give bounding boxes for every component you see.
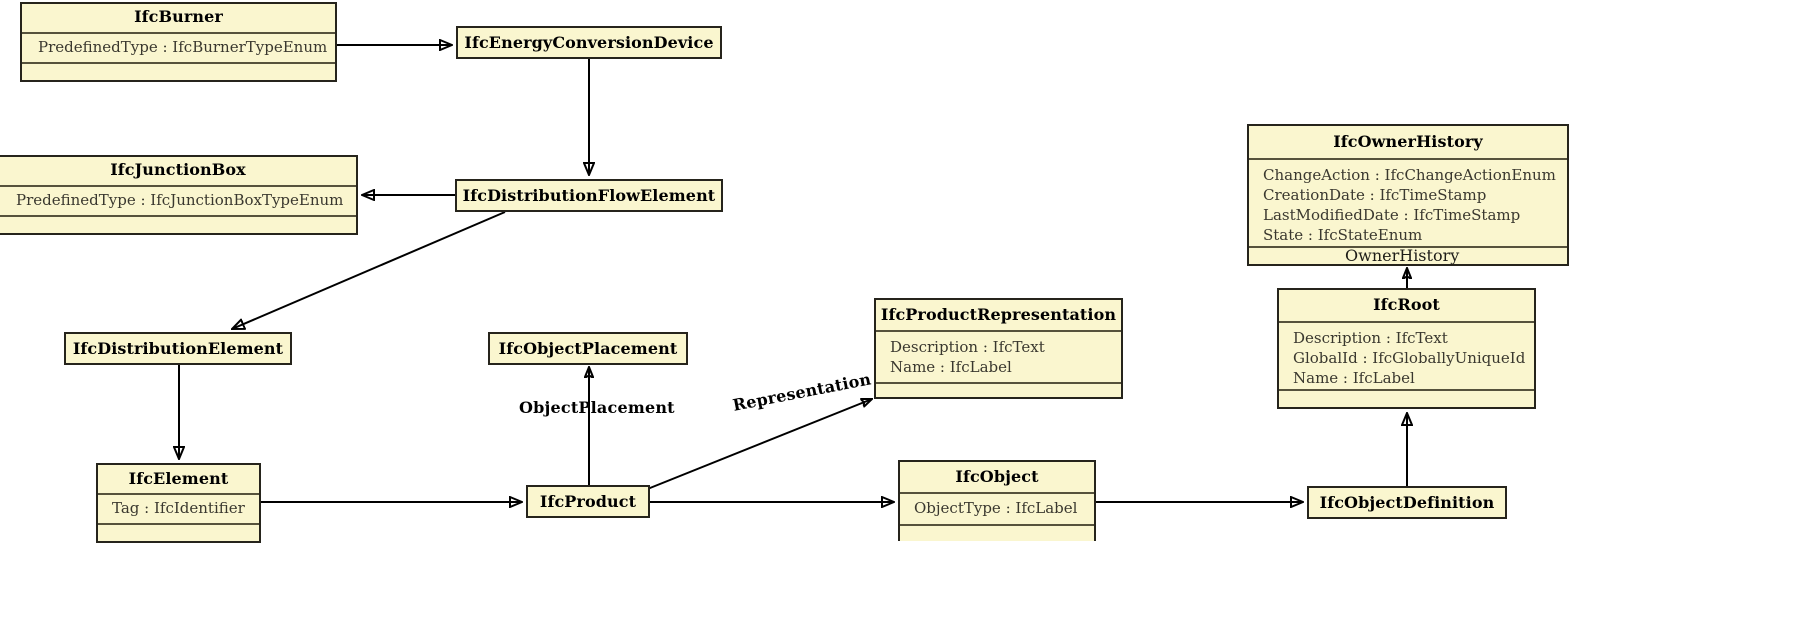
class-box-ifcobject[interactable]: IfcObject ObjectType : IfcLabel xyxy=(898,460,1096,541)
class-attributes-ifcjunctionbox: PredefinedType : IfcJunctionBoxTypeEnum xyxy=(0,185,356,215)
class-title-ifcobjectdefinition: IfcObjectDefinition xyxy=(1309,488,1505,517)
edge-label-objectplacement: ObjectPlacement xyxy=(519,398,675,417)
class-box-ifcobjectdefinition[interactable]: IfcObjectDefinition xyxy=(1307,486,1507,519)
class-box-ifcburner[interactable]: IfcBurner PredefinedType : IfcBurnerType… xyxy=(20,2,337,82)
attribute-row: LastModifiedDate : IfcTimeStamp xyxy=(1263,206,1521,224)
class-empty-compartment-ifcburner xyxy=(22,62,335,80)
class-box-ifcproduct[interactable]: IfcProduct xyxy=(526,485,650,518)
class-title-ifcobject: IfcObject xyxy=(900,462,1094,492)
class-title-ifcownerhistory: IfcOwnerHistory xyxy=(1249,126,1567,158)
attribute-row: PredefinedType : IfcBurnerTypeEnum xyxy=(38,38,328,56)
class-title-ifcproductrepresentation: IfcProductRepresentation xyxy=(876,300,1121,330)
attribute-row: Name : IfcLabel xyxy=(1293,369,1415,387)
class-attributes-ifcelement: Tag : IfcIdentifier xyxy=(98,493,259,523)
class-title-ifcroot: IfcRoot xyxy=(1279,290,1534,321)
class-box-ifcdistributionflowelement[interactable]: IfcDistributionFlowElement xyxy=(455,179,723,212)
class-empty-compartment-ifcroot xyxy=(1279,389,1534,405)
class-attributes-ifcownerhistory: ChangeAction : IfcChangeActionEnum Creat… xyxy=(1249,158,1567,246)
class-attributes-ifcburner: PredefinedType : IfcBurnerTypeEnum xyxy=(22,32,335,62)
class-title-ifcobjectplacement: IfcObjectPlacement xyxy=(490,334,686,363)
class-box-ifcjunctionbox[interactable]: IfcJunctionBox PredefinedType : IfcJunct… xyxy=(0,155,358,235)
edge-label-ownerhistory: OwnerHistory xyxy=(1345,246,1460,265)
attribute-row: ChangeAction : IfcChangeActionEnum xyxy=(1263,166,1556,184)
class-box-ifcelement[interactable]: IfcElement Tag : IfcIdentifier xyxy=(96,463,261,543)
class-attributes-ifcroot: Description : IfcText GlobalId : IfcGlob… xyxy=(1279,321,1534,389)
attribute-row: Description : IfcText xyxy=(890,338,1045,356)
attribute-row: Description : IfcText xyxy=(1293,329,1448,347)
attribute-row: ObjectType : IfcLabel xyxy=(914,499,1078,517)
class-box-ifcenergyconversiondevice[interactable]: IfcEnergyConversionDevice xyxy=(456,26,722,59)
attribute-row: Tag : IfcIdentifier xyxy=(112,499,245,517)
class-box-ifcownerhistory[interactable]: IfcOwnerHistory ChangeAction : IfcChange… xyxy=(1247,124,1569,266)
attribute-row: GlobalId : IfcGloballyUniqueId xyxy=(1293,349,1526,367)
attribute-row: CreationDate : IfcTimeStamp xyxy=(1263,186,1487,204)
attribute-row: Name : IfcLabel xyxy=(890,358,1012,376)
class-box-ifcobjectplacement[interactable]: IfcObjectPlacement xyxy=(488,332,688,365)
class-empty-compartment-ifcproductrepresentation xyxy=(876,382,1121,397)
class-box-ifcproductrepresentation[interactable]: IfcProductRepresentation Description : I… xyxy=(874,298,1123,399)
class-title-ifcdistributionflowelement: IfcDistributionFlowElement xyxy=(457,181,721,210)
class-title-ifcelement: IfcElement xyxy=(98,465,259,493)
class-box-ifcroot[interactable]: IfcRoot Description : IfcText GlobalId :… xyxy=(1277,288,1536,409)
class-attributes-ifcproductrepresentation: Description : IfcText Name : IfcLabel xyxy=(876,330,1121,382)
class-empty-compartment-ifcobject xyxy=(900,524,1094,541)
attribute-row: State : IfcStateEnum xyxy=(1263,226,1423,244)
class-box-ifcdistributionelement[interactable]: IfcDistributionElement xyxy=(64,332,292,365)
class-title-ifcburner: IfcBurner xyxy=(22,4,335,32)
class-empty-compartment-ifcownerhistory xyxy=(1249,246,1567,264)
edge-label-representation: Representation xyxy=(731,369,873,415)
class-attributes-ifcobject: ObjectType : IfcLabel xyxy=(900,492,1094,524)
class-title-ifcjunctionbox: IfcJunctionBox xyxy=(0,157,356,185)
attribute-row: PredefinedType : IfcJunctionBoxTypeEnum xyxy=(16,191,344,209)
edge-product-to-productrepresentation xyxy=(644,399,872,491)
class-title-ifcenergyconversiondevice: IfcEnergyConversionDevice xyxy=(458,28,720,57)
class-title-ifcproduct: IfcProduct xyxy=(528,487,648,516)
class-title-ifcdistributionelement: IfcDistributionElement xyxy=(66,334,290,363)
class-empty-compartment-ifcelement xyxy=(98,523,259,541)
class-empty-compartment-ifcjunctionbox xyxy=(0,215,356,233)
